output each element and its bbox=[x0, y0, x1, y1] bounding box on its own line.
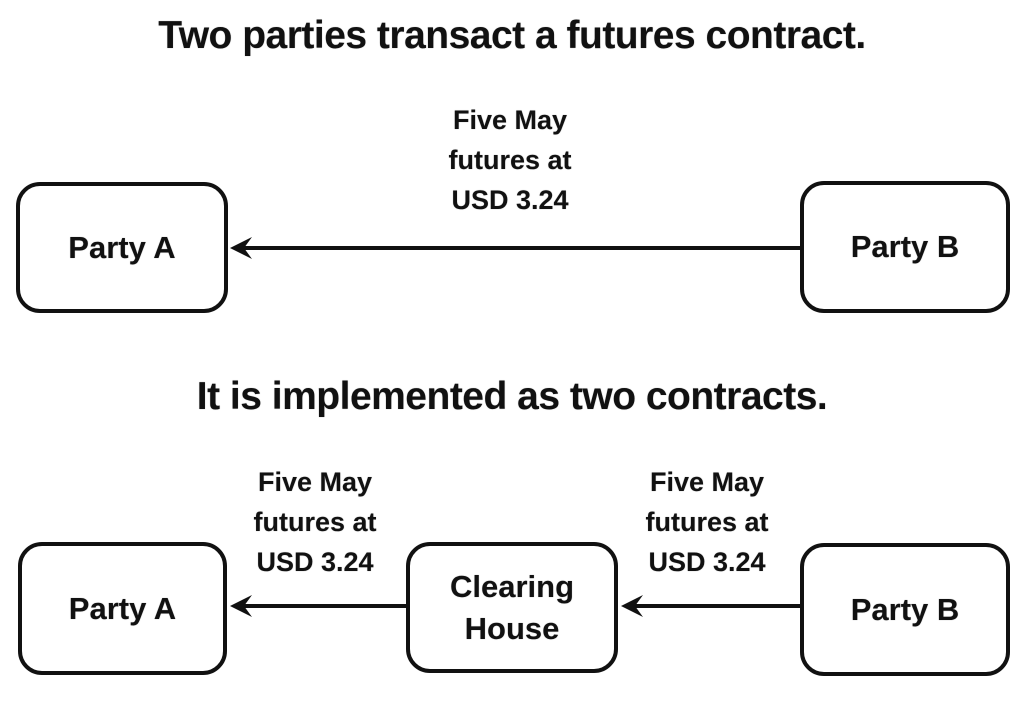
bottom-left-arrow-label-line-2: futures at bbox=[253, 507, 377, 537]
clearing-house-box: Clearing House bbox=[406, 542, 618, 673]
top-party-b-label: Party B bbox=[850, 229, 960, 264]
top-arrow-label: Five May futures at USD 3.24 bbox=[380, 100, 640, 220]
arrowhead-left-icon bbox=[621, 595, 800, 617]
top-party-b-box: Party B bbox=[800, 181, 1010, 313]
top-party-a-box: Party A bbox=[16, 182, 228, 313]
bottom-party-a-label: Party A bbox=[68, 590, 177, 626]
top-party-a-label: Party A bbox=[68, 229, 176, 265]
arrowhead-left-icon bbox=[230, 237, 800, 259]
arrow-party-b-to-party-a bbox=[230, 235, 800, 261]
arrowhead-left-icon bbox=[230, 595, 406, 617]
top-arrow-label-line-1: Five May bbox=[452, 105, 568, 135]
bottom-left-arrow-label: Five May futures at USD 3.24 bbox=[185, 462, 445, 582]
clearing-house-label: Clearing House bbox=[450, 566, 574, 650]
bottom-right-arrow-label-line-3: USD 3.24 bbox=[648, 547, 766, 577]
arrow-clearing-house-to-party-a bbox=[230, 593, 406, 619]
bottom-party-a-box: Party A bbox=[18, 542, 227, 675]
bottom-right-arrow-label-line-2: futures at bbox=[645, 507, 769, 537]
bottom-left-arrow-label-line-3: USD 3.24 bbox=[256, 547, 374, 577]
bottom-left-arrow-label-line-1: Five May bbox=[257, 467, 373, 497]
bottom-right-arrow-label-line-1: Five May bbox=[649, 467, 765, 497]
bottom-party-b-label: Party B bbox=[850, 591, 960, 627]
top-arrow-label-line-2: futures at bbox=[448, 145, 572, 175]
bottom-right-arrow-label: Five May futures at USD 3.24 bbox=[577, 462, 837, 582]
top-arrow-label-line-3: USD 3.24 bbox=[451, 185, 569, 215]
arrow-party-b-to-clearing-house bbox=[621, 593, 800, 619]
clearing-house-label-line-2: House bbox=[464, 610, 560, 646]
top-section-title: Two parties transact a futures contract. bbox=[158, 14, 866, 57]
clearing-house-label-line-1: Clearing bbox=[449, 568, 575, 604]
bottom-party-b-box: Party B bbox=[800, 543, 1010, 676]
bottom-section-title: It is implemented as two contracts. bbox=[196, 375, 828, 418]
